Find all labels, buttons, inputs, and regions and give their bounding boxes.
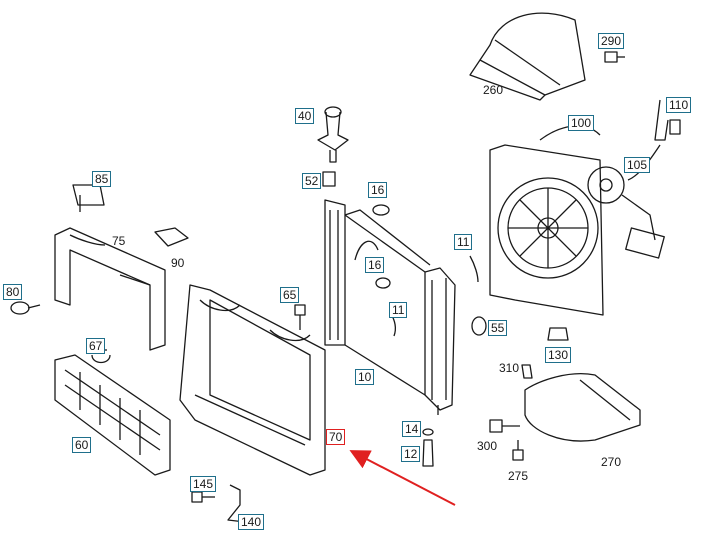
callout-52: 52 xyxy=(302,173,322,189)
lower-panel xyxy=(54,354,171,476)
callout-105: 105 xyxy=(624,157,651,173)
radiator-cap xyxy=(317,106,349,163)
part-14 xyxy=(422,428,434,436)
callout-12: 12 xyxy=(401,446,421,462)
part-310 xyxy=(521,364,533,379)
highlight-arrow xyxy=(349,450,456,506)
callout-40: 40 xyxy=(295,108,315,124)
callout-11-left: 11 xyxy=(389,302,408,318)
callout-70-highlighted: 70 xyxy=(326,429,346,445)
fan-shroud xyxy=(489,125,604,316)
callout-290: 290 xyxy=(598,33,625,49)
callout-100: 100 xyxy=(568,115,595,131)
callout-310: 310 xyxy=(499,361,520,375)
callout-270: 270 xyxy=(601,455,622,469)
upper-air-shroud xyxy=(469,12,586,101)
part-80 xyxy=(10,301,41,315)
callout-60: 60 xyxy=(72,437,92,453)
plug-16b xyxy=(375,277,391,289)
bolt-145 xyxy=(191,491,215,503)
callout-55: 55 xyxy=(488,320,508,336)
callout-260: 260 xyxy=(483,83,504,97)
part-55 xyxy=(471,316,487,336)
hose-11a xyxy=(469,255,479,283)
callout-65: 65 xyxy=(280,287,300,303)
plug-16a xyxy=(372,204,390,216)
callout-11-right: 11 xyxy=(454,234,473,250)
part-130 xyxy=(547,327,569,341)
lower-air-shroud xyxy=(524,373,641,442)
callout-80: 80 xyxy=(3,284,23,300)
callout-130: 130 xyxy=(545,347,572,363)
callout-16-mid: 16 xyxy=(365,257,385,273)
callout-14: 14 xyxy=(402,421,422,437)
screw-290 xyxy=(604,51,625,63)
callout-90: 90 xyxy=(171,256,185,270)
bolt-65 xyxy=(294,304,306,330)
bracket-140 xyxy=(227,484,246,523)
left-bracket xyxy=(54,227,166,351)
callout-110: 110 xyxy=(666,97,692,113)
part-12 xyxy=(422,439,434,467)
callout-16-top: 16 xyxy=(368,182,388,198)
callout-140: 140 xyxy=(238,514,265,530)
callout-275: 275 xyxy=(508,469,529,483)
callout-10: 10 xyxy=(355,369,375,385)
callout-145: 145 xyxy=(190,476,217,492)
callout-75: 75 xyxy=(112,234,126,248)
part-52 xyxy=(322,171,336,187)
radiator xyxy=(324,199,456,415)
part-85 xyxy=(72,184,105,212)
bolt-275 xyxy=(512,440,524,461)
bolt-300 xyxy=(489,419,520,433)
callout-300: 300 xyxy=(477,439,498,453)
front-module-carrier xyxy=(179,284,326,476)
connector-110 xyxy=(654,99,681,141)
part-90 xyxy=(154,227,189,247)
callout-85: 85 xyxy=(92,171,112,187)
callout-67: 67 xyxy=(86,338,106,354)
